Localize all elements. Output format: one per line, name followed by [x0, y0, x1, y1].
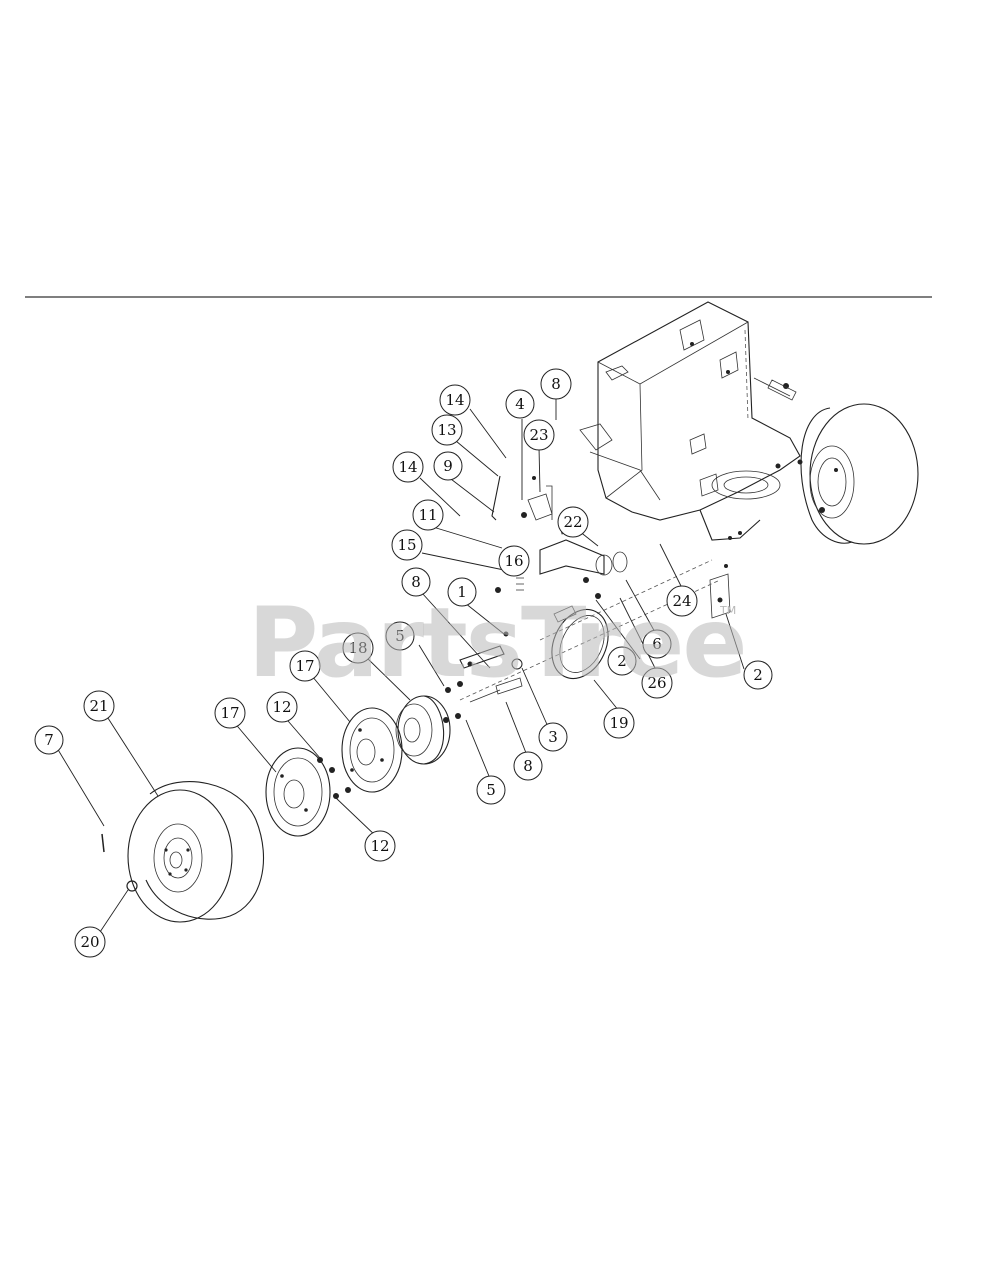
svg-text:23: 23: [529, 426, 548, 444]
svg-text:24: 24: [672, 592, 691, 610]
callout-17b: 17: [214, 697, 246, 729]
callout-9: 9: [433, 451, 463, 481]
frame-chassis: [579, 301, 803, 619]
callout-2a: 2: [607, 646, 637, 676]
svg-text:19: 19: [609, 714, 628, 732]
callout-12b: 12: [364, 830, 396, 862]
svg-text:26: 26: [647, 674, 666, 692]
callout-1: 1: [447, 577, 477, 607]
left-tire: [127, 781, 265, 923]
svg-text:11: 11: [418, 506, 437, 524]
svg-text:22: 22: [563, 513, 582, 531]
callouts: 14 13 4 8 23 14 9 11 22 15 16 8 1 5 18 1…: [34, 368, 773, 958]
callout-13: 13: [431, 414, 463, 446]
right-tire: [800, 403, 919, 545]
svg-text:16: 16: [504, 552, 523, 570]
svg-text:17: 17: [220, 704, 239, 722]
callout-11: 11: [412, 499, 444, 531]
svg-text:15: 15: [397, 536, 416, 554]
hub: [395, 695, 451, 765]
svg-text:13: 13: [437, 421, 456, 439]
callout-18: 18: [342, 632, 374, 664]
svg-text:PartsTree: PartsTree: [248, 587, 745, 699]
svg-text:5: 5: [486, 781, 496, 799]
brake-disc-rear: [341, 707, 403, 793]
svg-text:18: 18: [348, 639, 367, 657]
callout-17a: 17: [289, 650, 321, 682]
callout-15: 15: [391, 529, 423, 561]
callout-7: 7: [34, 725, 64, 755]
svg-text:21: 21: [89, 697, 108, 715]
callout-5b: 5: [476, 775, 506, 805]
callout-24: 24: [666, 585, 698, 617]
callout-3: 3: [538, 722, 568, 752]
svg-text:8: 8: [551, 375, 561, 393]
callout-5a: 5: [385, 621, 415, 651]
watermark: PartsTree TM: [248, 587, 747, 699]
svg-text:17: 17: [295, 657, 314, 675]
callout-6: 6: [642, 629, 672, 659]
callout-26: 26: [641, 667, 673, 699]
callout-21: 21: [83, 690, 115, 722]
callout-22: 22: [557, 506, 589, 538]
svg-text:TM: TM: [719, 604, 736, 617]
svg-text:1: 1: [457, 583, 467, 601]
callout-4: 4: [505, 389, 535, 419]
callout-14b: 14: [392, 451, 424, 483]
svg-text:7: 7: [44, 731, 54, 749]
callout-23: 23: [523, 419, 555, 451]
callout-8b: 8: [513, 751, 543, 781]
brake-band: [551, 605, 609, 679]
svg-text:14: 14: [445, 391, 464, 409]
svg-text:8: 8: [411, 573, 421, 591]
svg-text:4: 4: [515, 395, 525, 413]
callout-16: 16: [498, 545, 530, 577]
svg-text:14: 14: [398, 458, 417, 476]
callout-10: 8: [540, 368, 572, 400]
wheel-nut: [126, 880, 138, 892]
svg-text:2: 2: [753, 666, 763, 684]
svg-text:5: 5: [395, 627, 405, 645]
callout-12a: 12: [266, 691, 298, 723]
svg-text:20: 20: [80, 933, 99, 951]
callout-2b: 2: [743, 660, 773, 690]
svg-text:2: 2: [617, 652, 627, 670]
brake-disc-front: [265, 747, 331, 837]
svg-text:12: 12: [370, 837, 389, 855]
callout-19: 19: [603, 707, 635, 739]
svg-text:8: 8: [523, 757, 533, 775]
svg-text:3: 3: [548, 728, 558, 746]
svg-text:12: 12: [272, 698, 291, 716]
callout-8a: 8: [401, 567, 431, 597]
leader-lines: [56, 398, 745, 933]
svg-text:9: 9: [443, 457, 453, 475]
cotter-pin: [101, 833, 105, 853]
callout-14: 14: [439, 384, 471, 416]
callout-20: 20: [74, 926, 106, 958]
svg-text:6: 6: [652, 635, 662, 653]
